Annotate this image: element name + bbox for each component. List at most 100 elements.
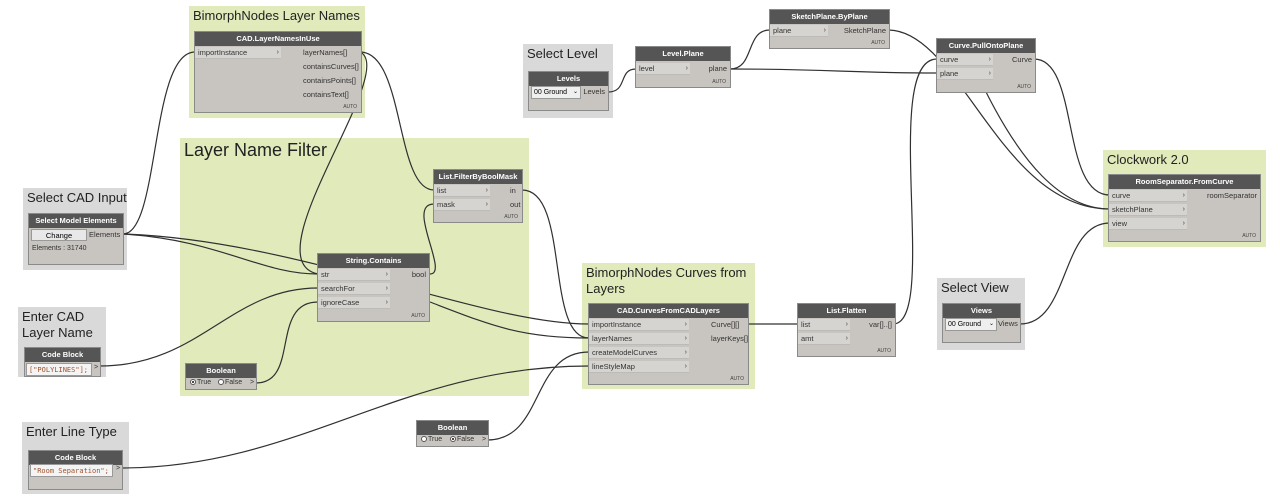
input-port-plane[interactable]: plane›	[770, 25, 828, 37]
output-port-code[interactable]: >	[94, 364, 99, 371]
node-select-model-elements[interactable]: Select Model Elements Change Elements El…	[28, 213, 124, 265]
chevron-right-icon: ›	[845, 321, 848, 328]
chevron-right-icon: ›	[1182, 206, 1185, 213]
output-port-boolean[interactable]: >	[250, 379, 255, 386]
chevron-right-icon: ›	[385, 299, 388, 306]
node-code-block-line-type[interactable]: Code Block "Room Separation"; >	[28, 450, 123, 490]
port-label: bool	[411, 270, 426, 279]
output-port-layerkeys[interactable]: layerKeys[]	[707, 333, 748, 345]
output-port-curve[interactable]: Curve	[1003, 54, 1035, 66]
output-port-sketchplane[interactable]: SketchPlane	[840, 25, 889, 37]
port-label: layerNames	[592, 334, 633, 343]
port-label: sketchPlane	[1112, 205, 1153, 214]
node-level-plane[interactable]: Level.Plane level› plane AUTO	[635, 46, 731, 88]
port-label: var[]..[]	[869, 320, 892, 329]
chevron-down-icon: ⌄	[572, 89, 578, 95]
port-label: searchFor	[321, 284, 355, 293]
node-boolean-ignorecase[interactable]: Boolean True False >	[185, 363, 257, 390]
group-title: Enter Line Type	[26, 424, 117, 439]
node-title: Select Model Elements	[29, 214, 123, 228]
radio-false[interactable]: False	[218, 379, 242, 386]
group-title: BimorphNodes Layer Names	[193, 8, 360, 23]
input-port-curve[interactable]: curve›	[1109, 190, 1187, 202]
wire-layernames-to-list	[359, 51, 435, 191]
input-port-linestylemap[interactable]: lineStyleMap›	[589, 361, 689, 373]
port-label: containsText[]	[303, 90, 349, 99]
radio-true[interactable]: True	[190, 379, 211, 386]
output-port-levels[interactable]: Levels	[582, 86, 608, 98]
group-title: BimorphNodes Curves from Layers	[586, 265, 747, 296]
node-levels[interactable]: Levels 00 Ground⌄ Levels	[528, 71, 609, 111]
output-port-elements[interactable]: Elements	[89, 229, 123, 241]
port-label: mask	[437, 200, 455, 209]
input-port-level[interactable]: level›	[636, 63, 690, 75]
chevron-right-icon: ›	[685, 65, 688, 72]
wire-sketchplane-to-room	[887, 29, 1111, 210]
change-button[interactable]: Change	[31, 229, 87, 241]
output-port-containscurves[interactable]: containsCurves[]	[299, 61, 361, 73]
port-label: lineStyleMap	[592, 362, 635, 371]
output-port-curves[interactable]: Curve[][]	[707, 319, 747, 331]
output-port-in[interactable]: in	[492, 185, 522, 197]
output-port-plane[interactable]: plane	[702, 63, 730, 75]
auto-label: AUTO	[871, 40, 885, 46]
wire-bool-to-mask	[423, 203, 436, 275]
wire-pull-to-room-curve	[1033, 58, 1111, 196]
node-views[interactable]: Views 00 Ground⌄ Views	[942, 303, 1021, 343]
input-port-layernames[interactable]: layerNames›	[589, 333, 689, 345]
output-port-layernames[interactable]: layerNames[]	[299, 47, 361, 59]
input-port-list[interactable]: list›	[434, 185, 490, 197]
radio-false[interactable]: False	[450, 436, 474, 443]
input-port-amt[interactable]: amt›	[798, 333, 850, 345]
node-list-filter-by-bool-mask[interactable]: List.FilterByBoolMask list› mask› in out…	[433, 169, 523, 223]
chevron-right-icon: ›	[485, 201, 488, 208]
input-port-ignorecase[interactable]: ignoreCase›	[318, 297, 390, 309]
node-cad-layer-names-in-use[interactable]: CAD.LayerNamesInUse importInstance› laye…	[194, 31, 362, 113]
output-port-containspoints[interactable]: containsPoints[]	[299, 75, 361, 87]
input-port-view[interactable]: view›	[1109, 218, 1187, 230]
output-port-code[interactable]: >	[116, 465, 121, 472]
code-input[interactable]: "Room Separation";	[30, 464, 113, 477]
node-cad-curves-from-cad-layers[interactable]: CAD.CurvesFromCADLayers importInstance› …	[588, 303, 749, 385]
input-port-list[interactable]: list›	[798, 319, 850, 331]
port-label: plane	[708, 64, 727, 73]
input-port-str[interactable]: str›	[318, 269, 390, 281]
input-port-searchfor[interactable]: searchFor›	[318, 283, 390, 295]
node-list-flatten[interactable]: List.Flatten list› amt› var[]..[] AUTO	[797, 303, 896, 357]
port-label: Levels	[583, 87, 605, 96]
input-port-mask[interactable]: mask ›	[434, 199, 490, 211]
node-title: CAD.CurvesFromCADLayers	[589, 304, 748, 318]
wire-plane-to-pullplane	[729, 68, 938, 74]
node-string-contains[interactable]: String.Contains str› searchFor› ignoreCa…	[317, 253, 430, 322]
port-label: SketchPlane	[843, 26, 886, 35]
output-port-bool[interactable]: bool	[402, 269, 429, 281]
output-port-boolean[interactable]: >	[482, 436, 487, 443]
output-port-views[interactable]: Views	[998, 318, 1020, 330]
node-sketchplane-by-plane[interactable]: SketchPlane.ByPlane plane› SketchPlane A…	[769, 9, 890, 49]
node-curve-pull-onto-plane[interactable]: Curve.PullOntoPlane curve› plane› Curve …	[936, 38, 1036, 93]
input-port-importinstance[interactable]: importInstance›	[195, 47, 281, 59]
output-port-containstext[interactable]: containsText[]	[299, 89, 361, 101]
port-label: curve	[1112, 191, 1131, 200]
radio-true[interactable]: True	[421, 436, 442, 443]
output-port-out[interactable]: out	[492, 199, 522, 211]
auto-label: AUTO	[1017, 84, 1031, 90]
dropdown-value: 00 Ground	[948, 321, 982, 328]
input-port-sketchplane[interactable]: sketchPlane ›	[1109, 204, 1187, 216]
view-dropdown[interactable]: 00 Ground⌄	[945, 318, 997, 331]
input-port-importinstance[interactable]: importInstance›	[589, 319, 689, 331]
input-port-plane[interactable]: plane›	[937, 68, 993, 80]
level-dropdown[interactable]: 00 Ground⌄	[531, 86, 581, 99]
node-title: Boolean	[417, 421, 488, 435]
chevron-right-icon: ›	[276, 49, 279, 56]
node-boolean-create-model-curves[interactable]: Boolean True False >	[416, 420, 489, 447]
output-port-var[interactable]: var[]..[]	[858, 319, 895, 331]
node-code-block-layer-name[interactable]: Code Block ["POLYLINES"]; >	[24, 347, 101, 377]
input-port-createmodelcurves[interactable]: createModelCurves›	[589, 347, 689, 359]
input-port-curve[interactable]: curve›	[937, 54, 993, 66]
chevron-right-icon: ›	[684, 321, 687, 328]
node-title: SketchPlane.ByPlane	[770, 10, 889, 24]
node-room-separator-from-curve[interactable]: RoomSeparator.FromCurve curve› sketchPla…	[1108, 174, 1261, 242]
output-port-roomseparator[interactable]: roomSeparator	[1199, 190, 1260, 202]
code-input[interactable]: ["POLYLINES"];	[26, 363, 92, 376]
